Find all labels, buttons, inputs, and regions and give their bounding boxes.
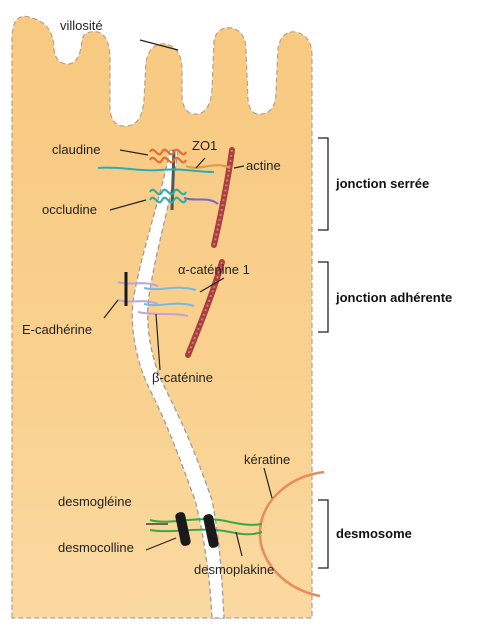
brackets: [318, 138, 328, 568]
label-alpha-catenine: α-caténine 1: [178, 262, 250, 277]
label-claudine: claudine: [52, 142, 100, 157]
group-tight-junction: jonction serrée: [335, 176, 429, 191]
label-actine: actine: [246, 158, 281, 173]
label-desmogleine: desmogléine: [58, 494, 132, 509]
label-e-cadherine: E-cadhérine: [22, 322, 92, 337]
label-zo1: ZO1: [192, 138, 217, 153]
label-beta-catenine: β-caténine: [152, 370, 213, 385]
group-desmosome: desmosome: [336, 526, 412, 541]
label-desmoplakine: desmoplakine: [194, 562, 274, 577]
label-occludine: occludine: [42, 202, 97, 217]
cell-body: [12, 16, 312, 618]
label-keratine: kératine: [244, 452, 290, 467]
label-villosite: villosité: [60, 18, 103, 33]
group-adherens-junction: jonction adhérente: [335, 290, 452, 305]
label-desmocolline: desmocolline: [58, 540, 134, 555]
